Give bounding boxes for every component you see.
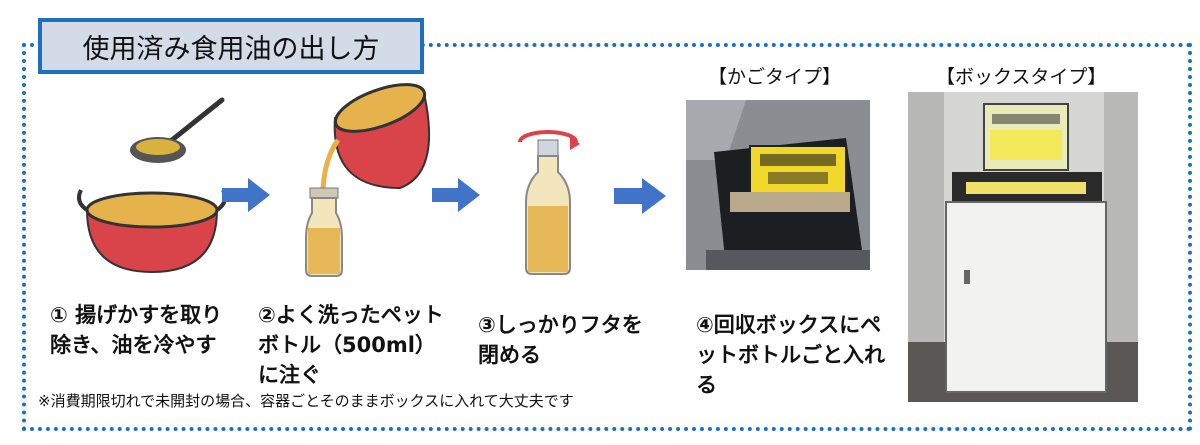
pan-illustration (77, 97, 227, 274)
footnote: ※消費期限切れで未開封の場合、容器ごとそのままボックスに入れて大丈夫です (38, 392, 574, 410)
box-type-photo (908, 92, 1138, 402)
bottle-illustration (518, 130, 580, 275)
basket-type-caption: 【かごタイプ】 (708, 66, 842, 88)
arrow-icon (614, 178, 666, 214)
basket-type-photo (686, 100, 870, 270)
step-2-text: ②よく洗ったペットボトル（500ml）に注ぐ (258, 303, 444, 387)
page-title: 使用済み食用油の出し方 (38, 18, 424, 74)
box-type-caption: 【ボックスタイプ】 (936, 66, 1107, 88)
arrow-icon (432, 178, 480, 212)
step-3-text: ③しっかりフタを閉める (478, 313, 643, 367)
arrow-icon (222, 178, 270, 212)
step-4-text: ④回収ボックスにペットボトルごと入れる (696, 313, 885, 397)
step-1-text: ① 揚げかすを取り除き、油を冷やす (50, 303, 223, 357)
dotted-frame (22, 43, 1192, 431)
pouring-illustration (305, 83, 431, 277)
